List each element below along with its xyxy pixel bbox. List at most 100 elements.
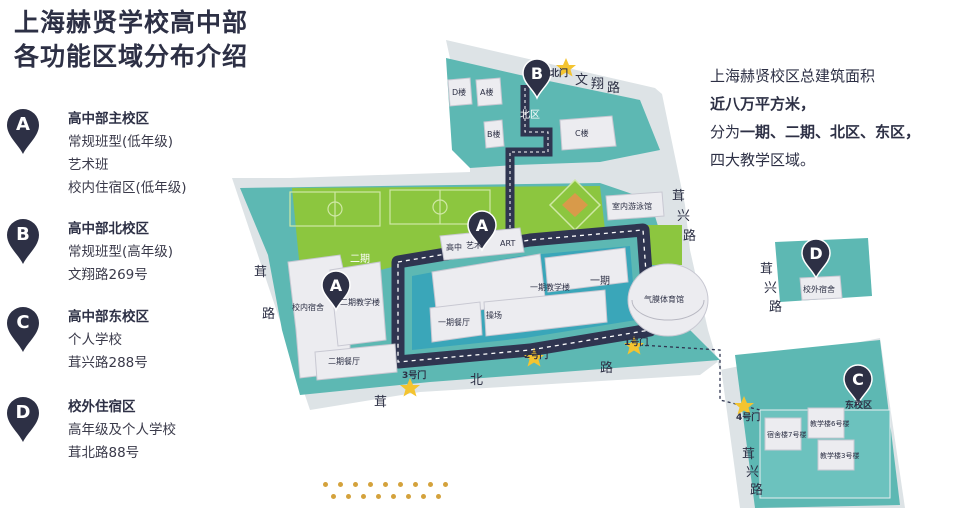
map-pin-c-icon[interactable]: C [843, 364, 873, 406]
building-label: 教学楼6号楼 [810, 419, 849, 428]
road-label: 茸 [374, 395, 387, 410]
zone-label: 北区 [520, 109, 540, 121]
desc-line-3: 分为一期、二期、北区、东区， [710, 118, 920, 146]
road-label: 路 [600, 360, 613, 376]
building-b [483, 119, 505, 149]
map-pin-a2-icon[interactable]: A [321, 270, 351, 312]
desc-line-4: 四大教学区域。 [710, 151, 816, 169]
road-label: 翔 [591, 77, 604, 92]
legend-line: 茸兴路288号 [68, 355, 148, 371]
building-dorm7 [764, 417, 802, 451]
gate-labels: 3号门 2号门 1号门 北门 4号门 东校区 [402, 67, 872, 423]
building-label: 一期教学楼 [530, 282, 570, 292]
star-icon [556, 58, 576, 77]
zone-label: 二期 [350, 253, 370, 265]
building-label: C楼 [575, 128, 589, 138]
star-icon [524, 348, 544, 367]
road-label: 路 [262, 306, 275, 322]
gate-label: 东校区 [845, 399, 872, 411]
building-label: 宿舍楼7号楼 [767, 430, 806, 439]
zone-labels: 北区 一期 二期 [350, 109, 610, 287]
east-buildings [764, 407, 855, 471]
legend-line: 高年级及个人学校 [68, 422, 176, 438]
building-label: 高中 [446, 242, 462, 252]
road-label: 路 [750, 482, 763, 498]
building-label: 气膜体育馆 [644, 294, 684, 304]
decorative-dots [323, 482, 453, 502]
road-label: 兴 [677, 209, 690, 224]
building-label: 教学楼3号楼 [820, 451, 859, 460]
building-label: 二期教学楼 [340, 297, 380, 307]
gate-label: 3号门 [402, 369, 426, 381]
building-label: 艺术 [466, 240, 482, 250]
building-label: ART [500, 239, 515, 248]
building-playground [483, 289, 608, 337]
road-label: 茸 [760, 262, 773, 277]
star-icon [734, 396, 754, 415]
pin-letter: D [809, 244, 822, 263]
gate-label: 北门 [550, 67, 568, 79]
legend-heading: 校外住宿区 [68, 399, 136, 415]
legend-heading: 高中部东校区 [68, 309, 149, 325]
legend-heading: 高中部主校区 [68, 111, 149, 127]
legend-line: 文翔路269号 [68, 267, 148, 283]
building-a [475, 77, 503, 107]
map-pins: A A B C D [321, 58, 873, 406]
buildings [287, 77, 665, 381]
building-label: 一期餐厅 [438, 318, 470, 327]
title-line-1: 上海赫贤学校高中部 [14, 8, 249, 37]
map-pin-d-icon[interactable]: D [801, 238, 831, 280]
road-label: 茸 [672, 189, 685, 204]
road-label: 兴 [764, 281, 777, 296]
pin-letter: A [16, 114, 30, 135]
legend-line: 校内住宿区(低年级) [68, 180, 187, 196]
gate-stars [400, 58, 754, 415]
pin-letter: D [15, 402, 31, 423]
road-label: 茸 [742, 447, 755, 462]
building-d [447, 77, 473, 107]
road-label: 路 [769, 299, 782, 315]
gym-dome [627, 263, 709, 337]
building-phase1-east [544, 247, 629, 293]
desc-line-3-bold: 一期、二期、北区、东区， [740, 123, 921, 141]
road-label: 路 [607, 80, 620, 96]
building-labels: D楼 A楼 B楼 C楼 室内游泳馆 高中 艺术 ART 校内宿舍 二期教学楼 二… [292, 87, 859, 460]
pin-letter: B [16, 224, 30, 245]
building-label: 室内游泳馆 [612, 201, 652, 211]
building-teach6 [807, 407, 845, 439]
building-label: 操场 [486, 310, 502, 320]
map-pin-icon: B [6, 218, 40, 264]
road-labels: 文 翔 路 茸 北 路 茸 兴 路 茸 兴 路 茸 兴 路 茸 路 [254, 73, 782, 498]
legend-line: 常规班型(高年级) [68, 244, 174, 260]
title-line-2: 各功能区域分布介绍 [14, 42, 249, 71]
legend-line: 个人学校 [68, 332, 122, 348]
legend-line: 艺术班 [68, 157, 109, 173]
map-pin-b-icon[interactable]: B [522, 58, 552, 100]
north-path-dashes [509, 85, 549, 240]
building-canteen1 [429, 301, 483, 343]
map-pin-a-icon[interactable]: A [467, 210, 497, 252]
building-offsite-dorm [799, 275, 843, 301]
star-icon [624, 336, 644, 355]
field-lines [289, 189, 491, 227]
map-pin-icon: C [6, 306, 40, 352]
building-label: 校外宿舍 [803, 284, 835, 294]
baseball-infield [562, 193, 588, 217]
building-label: B楼 [487, 129, 501, 139]
gym-dome-line [631, 299, 705, 321]
building-label: D楼 [452, 87, 466, 97]
page-title: 上海赫贤学校高中部 各功能区域分布介绍 [14, 6, 248, 74]
building-teach3 [817, 439, 855, 471]
desc-line-1: 上海赫贤校区总建筑面积 [710, 67, 876, 85]
map-pin-icon: D [6, 396, 40, 442]
star-icon [400, 378, 420, 397]
gate-label: 1号门 [624, 336, 648, 348]
building-label: 校内宿舍 [292, 302, 324, 312]
building-label: 二期餐厅 [328, 357, 360, 366]
pin-letter: C [16, 312, 30, 333]
campus-description: 上海赫贤校区总建筑面积 近八万平方米， 分为一期、二期、北区、东区， 四大教学区… [710, 62, 920, 174]
building-label: A楼 [480, 87, 493, 97]
zone-label: 一期 [590, 275, 610, 287]
building-pool [605, 191, 665, 221]
